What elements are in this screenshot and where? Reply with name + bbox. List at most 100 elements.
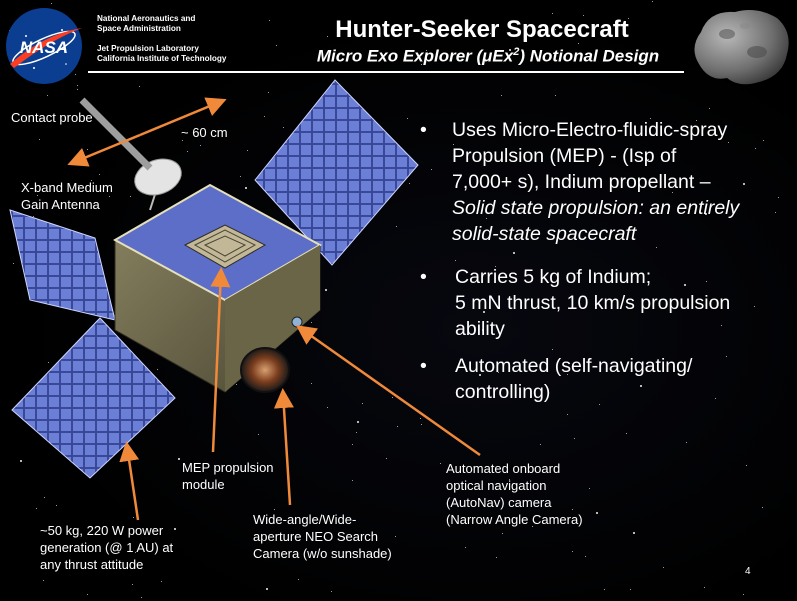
star [628,18,629,19]
star [509,49,511,51]
star [509,479,510,480]
star [728,142,729,143]
star [630,589,631,590]
nasa-logo-text: NASA [20,38,68,57]
star [132,584,133,585]
star [542,134,543,135]
star [99,174,100,175]
star [775,212,776,213]
star [583,15,584,16]
star [133,517,134,518]
star [709,108,710,109]
star [268,92,269,93]
star [352,444,353,445]
star [87,594,88,595]
star [496,557,497,558]
arrow-mep [210,267,231,453]
star [721,325,722,326]
star [572,551,573,552]
arrow-autonav [295,325,481,457]
star [56,505,57,506]
star [532,526,533,527]
star [327,36,328,37]
star [465,547,466,548]
star [778,197,779,198]
star [47,95,48,96]
star [650,118,651,119]
star [264,116,265,117]
arrow-power [119,441,140,521]
star [743,594,744,595]
star [407,118,408,119]
label-size: ~ 60 cm [181,125,228,140]
star [726,356,727,357]
star [311,322,312,323]
arrow-neo-camera [273,388,294,506]
star [633,532,635,534]
star [75,74,76,75]
star [392,397,393,398]
star [51,3,52,4]
star [705,213,707,215]
star [431,169,432,170]
star [109,196,110,197]
slide-subtitle: Micro Exo Explorer (μEx2) Notional Desig… [316,46,660,66]
star [585,556,586,557]
bullet-3-marker: • [420,355,427,377]
label-contact-probe: Contact probe [11,110,93,125]
star [569,282,570,283]
star [247,150,248,151]
star [157,369,158,370]
label-autonav-line-1: Automated onboard [446,461,561,476]
star [357,421,359,423]
bullet-1-line-3: 7,000+ s), Indium propellant – [452,171,711,193]
label-power-line-1: ~50 kg, 220 W power [40,523,164,538]
star [746,465,747,466]
bullet-2-line-1: Carries 5 kg of Indium; [455,266,652,288]
star [648,159,649,160]
star [200,145,201,146]
star [422,34,423,35]
label-antenna-line-1: X-band Medium [21,180,113,195]
label-autonav-line-3: (AutoNav) camera [446,495,552,510]
star [440,463,441,464]
star [91,180,92,181]
star [352,480,353,481]
star [702,204,703,205]
star [686,442,687,443]
star [178,458,180,460]
star [552,13,553,14]
star [453,144,454,145]
star [182,140,183,141]
star [501,95,502,96]
star [396,226,397,227]
org-line-2: Space Administration [97,24,181,33]
star [187,151,188,152]
star [325,289,327,291]
star [161,581,162,582]
star [552,349,553,350]
slide-title: Hunter-Seeker Spacecraft [335,16,629,43]
star [455,260,456,261]
star [13,263,14,264]
star [555,95,556,96]
star [763,140,764,141]
label-mep-line-1: MEP propulsion [182,460,274,475]
star [269,20,270,21]
star [266,588,268,590]
bullet-2-line-3: ability [455,318,505,340]
star [482,329,484,331]
star [44,497,45,498]
star [578,43,579,44]
star [274,509,275,510]
bullet-1-italic-line-2: solid-state spacecraft [452,223,637,245]
star [704,587,705,588]
label-antenna-line-2: Gain Antenna [21,197,100,212]
star [599,404,600,405]
label-neo-line-1: Wide-angle/Wide- [253,512,357,527]
arrow-size-up [139,97,227,137]
bullet-1-line-2: Propulsion (MEP) - (Isp of [452,145,677,167]
bullet-1-marker: • [420,119,427,141]
star [283,127,284,128]
